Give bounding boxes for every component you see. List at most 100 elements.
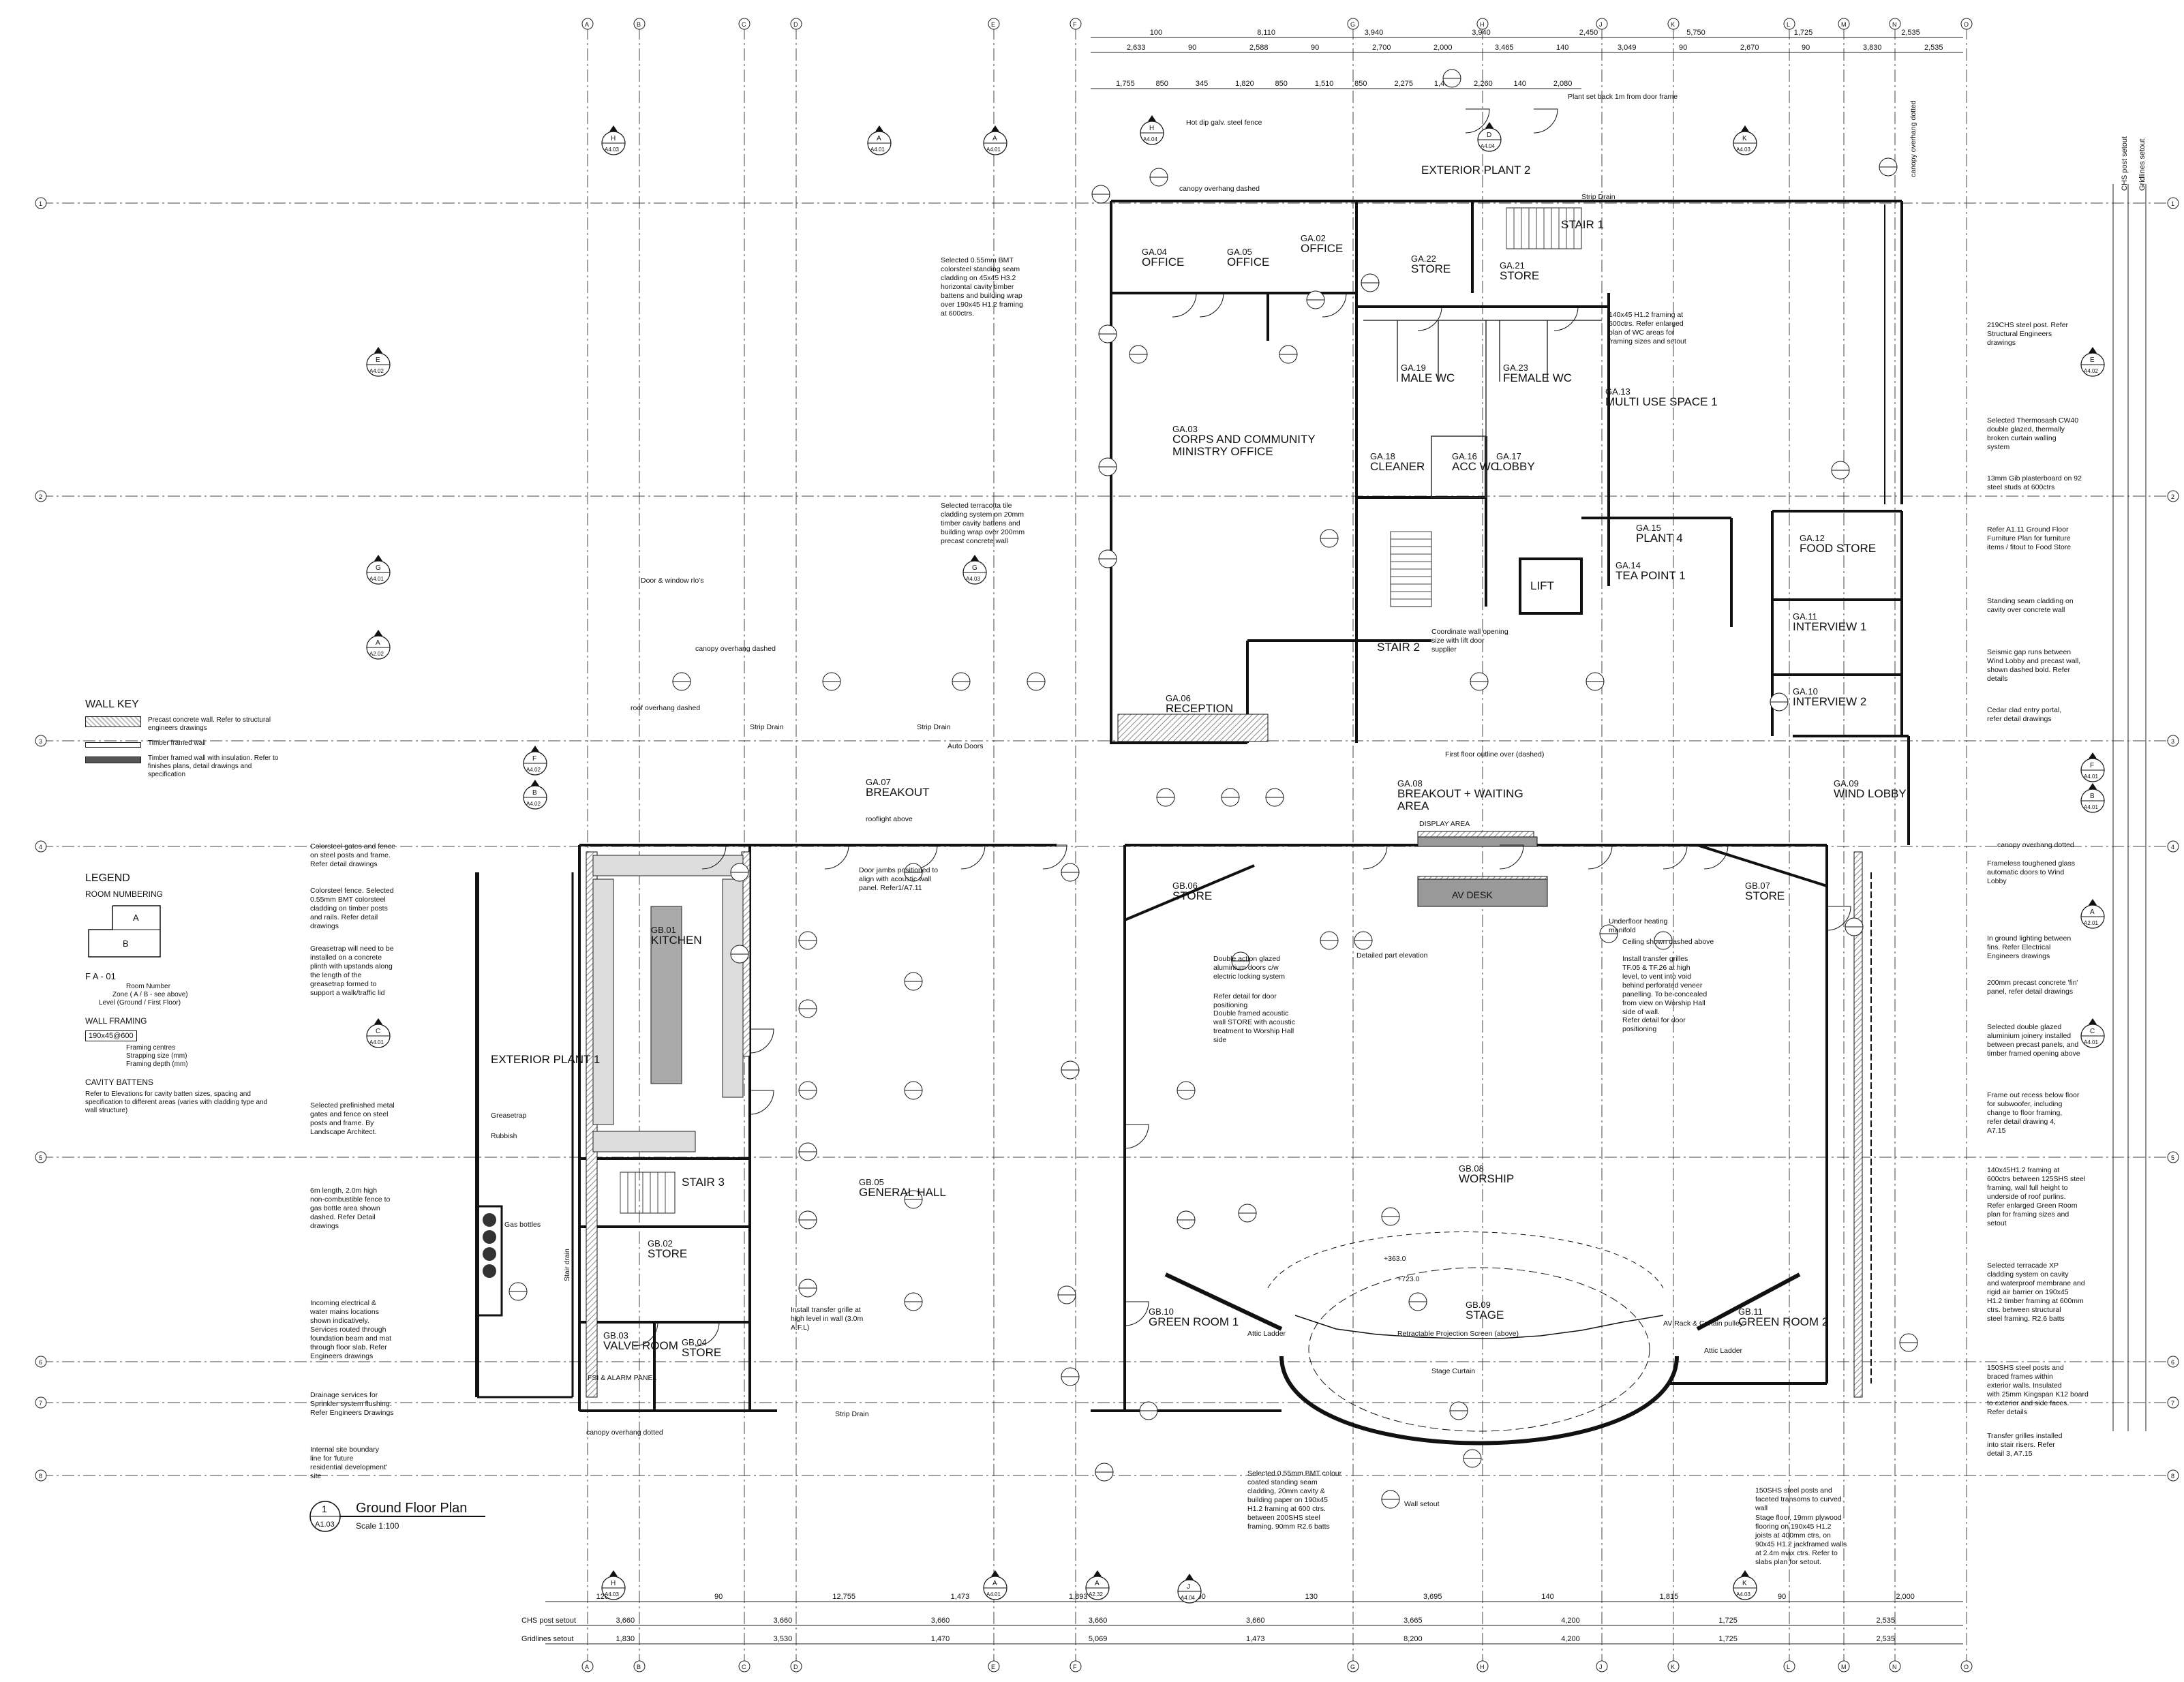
grid-bubble-label: M [1841,1664,1847,1670]
detail-callouts [509,69,1918,1509]
note-right: 219CHS steel post. Refer [1987,321,2069,329]
dimension-value: 2,080 [1553,80,1573,88]
room-name: KITCHEN [651,934,702,947]
note-centre: Refer detail for door [1622,1016,1686,1024]
dimension-value: 1,830 [616,1635,635,1643]
dimension-value: 8,110 [1257,29,1275,37]
room-name: STAIR 1 [1561,218,1604,231]
room-name: STORE [1745,889,1785,902]
dimension-value: 2,275 [1395,80,1414,88]
room-name: OFFICE [1227,256,1269,269]
note-right: Lobby [1987,877,2007,885]
note-right: Standing seam cladding on [1987,597,2074,605]
room-name: GENERAL HALL [859,1186,946,1199]
note-centre: building wrap over 200mm [941,528,1025,536]
dimension-value: 2,670 [1740,44,1759,52]
note-centre: Double framed acoustic [1213,1009,1288,1018]
wall-key-item: Precast concrete wall. Refer to structur… [85,716,290,733]
grid-bubble [633,18,646,30]
dimension-value: 90 [1778,1593,1786,1601]
section-marker-ref: G [376,564,381,572]
dimension-value: 1,725 [1718,1617,1738,1625]
grid-bubble [1889,1660,1901,1672]
note-right: Selected terracade XP [1987,1262,2059,1270]
dimension-lines [545,37,2147,1645]
dimension-value: 90 [714,1593,723,1601]
wall-key-text: Precast concrete wall. Refer to structur… [148,716,271,732]
room-id: GB.11 [1738,1306,1763,1317]
note-left: Services routed through [310,1326,386,1334]
note-right: Refer details [1987,1408,2027,1416]
grid-bubble-label: F [1073,1664,1077,1670]
note-right: Refer enlarged Green Room [1987,1202,2078,1210]
drawing-title-block: 1 A1.03 Ground Floor Plan Scale 1:100 [308,1496,663,1547]
grid-bubble-label: L [1787,21,1790,28]
note-right: fins. Refer Electrical [1987,943,2050,951]
grid-bubble-label: H [1480,1664,1485,1670]
section-marker-ref: E [2090,356,2095,364]
room-name: STAIR 2 [1377,641,1420,654]
section-marker-ref: G [972,564,977,572]
note-right: steel framing. R2.6 batts [1987,1315,2065,1323]
dimension-value: 2,000 [1434,44,1453,52]
dimension-value: 3,049 [1618,44,1637,52]
grid-bubble-label: O [1964,1664,1969,1670]
dimension-value: 2,000 [1896,1593,1915,1601]
auto-doors-label: Auto Doors [947,742,984,750]
note-right: 600ctrs between 125SHS steel [1987,1175,2085,1183]
note-right: 140x45H1.2 framing at [1987,1166,2059,1174]
grid-bubble-label: 8 [2171,1473,2174,1480]
section-marker-sheet: A4.03 [1736,147,1750,153]
note-right: refer detail drawing 4, [1987,1118,2056,1126]
note-centre: over 190x45 H1.2 framing [941,301,1023,309]
section-marker-ref: J [1187,1583,1190,1591]
note-right: 200mm precast concrete 'fin' [1987,979,2078,987]
doors [633,108,1851,1347]
section-marker-sheet: A4.01 [369,1039,384,1045]
grid-bubble-label: 5 [2171,1155,2174,1161]
section-marker-ref: A [877,135,881,142]
dimension-value: 2,535 [1876,1635,1895,1643]
grid-bubble [1347,18,1359,30]
dimension-value: 3,660 [1246,1617,1265,1625]
room-name: INTERVIEW 2 [1793,695,1866,708]
room-name: STAGE [1466,1309,1504,1321]
grid-bubble-label: N [1892,1664,1897,1670]
dimension-value: 1,815 [1660,1593,1679,1601]
strip-drain-label: Strip Drain [750,723,784,731]
grid-bubble [2167,1396,2179,1409]
note-left: non-combustible fence to [310,1195,390,1204]
grid-bubble [988,1660,1000,1672]
note-centre: cladding, 20mm cavity & [1247,1487,1325,1495]
stage-curtain-label: Stage Curtain [1431,1367,1475,1375]
wall-key-text: Timber framed wall [148,739,206,747]
section-marker-sheet: A4.04 [1481,143,1495,149]
note-right: timber framed opening above [1987,1050,2080,1058]
dimension-value: 345 [1196,80,1208,88]
note-centre: Install transfer grille at [791,1306,861,1314]
dimension-value: 8,200 [1404,1635,1423,1643]
dimension-value: 3,830 [1863,44,1882,52]
grid-bubble-label: E [991,1664,995,1670]
room-id: GA.10 [1793,686,1818,697]
dimension-value: 2,260 [1474,80,1493,88]
note-right: ctrs. between structural [1987,1306,2061,1314]
note-left: water mains locations [309,1308,379,1316]
note-right: setout [1987,1219,2007,1227]
note-left: Drainage services for [310,1391,378,1399]
room-name: FOOD STORE [1800,542,1876,555]
display-area [1417,836,1548,907]
legend: LEGEND ROOM NUMBERING A B F A - 01 Room … [85,872,283,1115]
room-id: GB.05 [859,1177,884,1187]
grid-bubble-label: 2 [39,493,42,500]
room-name: BREAKOUT [866,786,930,799]
note-left: through floor slab. Refer [310,1343,387,1351]
grid-bubble-label: A [585,21,589,28]
grid-bubble-label: 3 [39,738,42,745]
canopy-label: canopy overhang dashed [1179,185,1260,193]
section-marker-sheet: A4.04 [1143,136,1157,142]
